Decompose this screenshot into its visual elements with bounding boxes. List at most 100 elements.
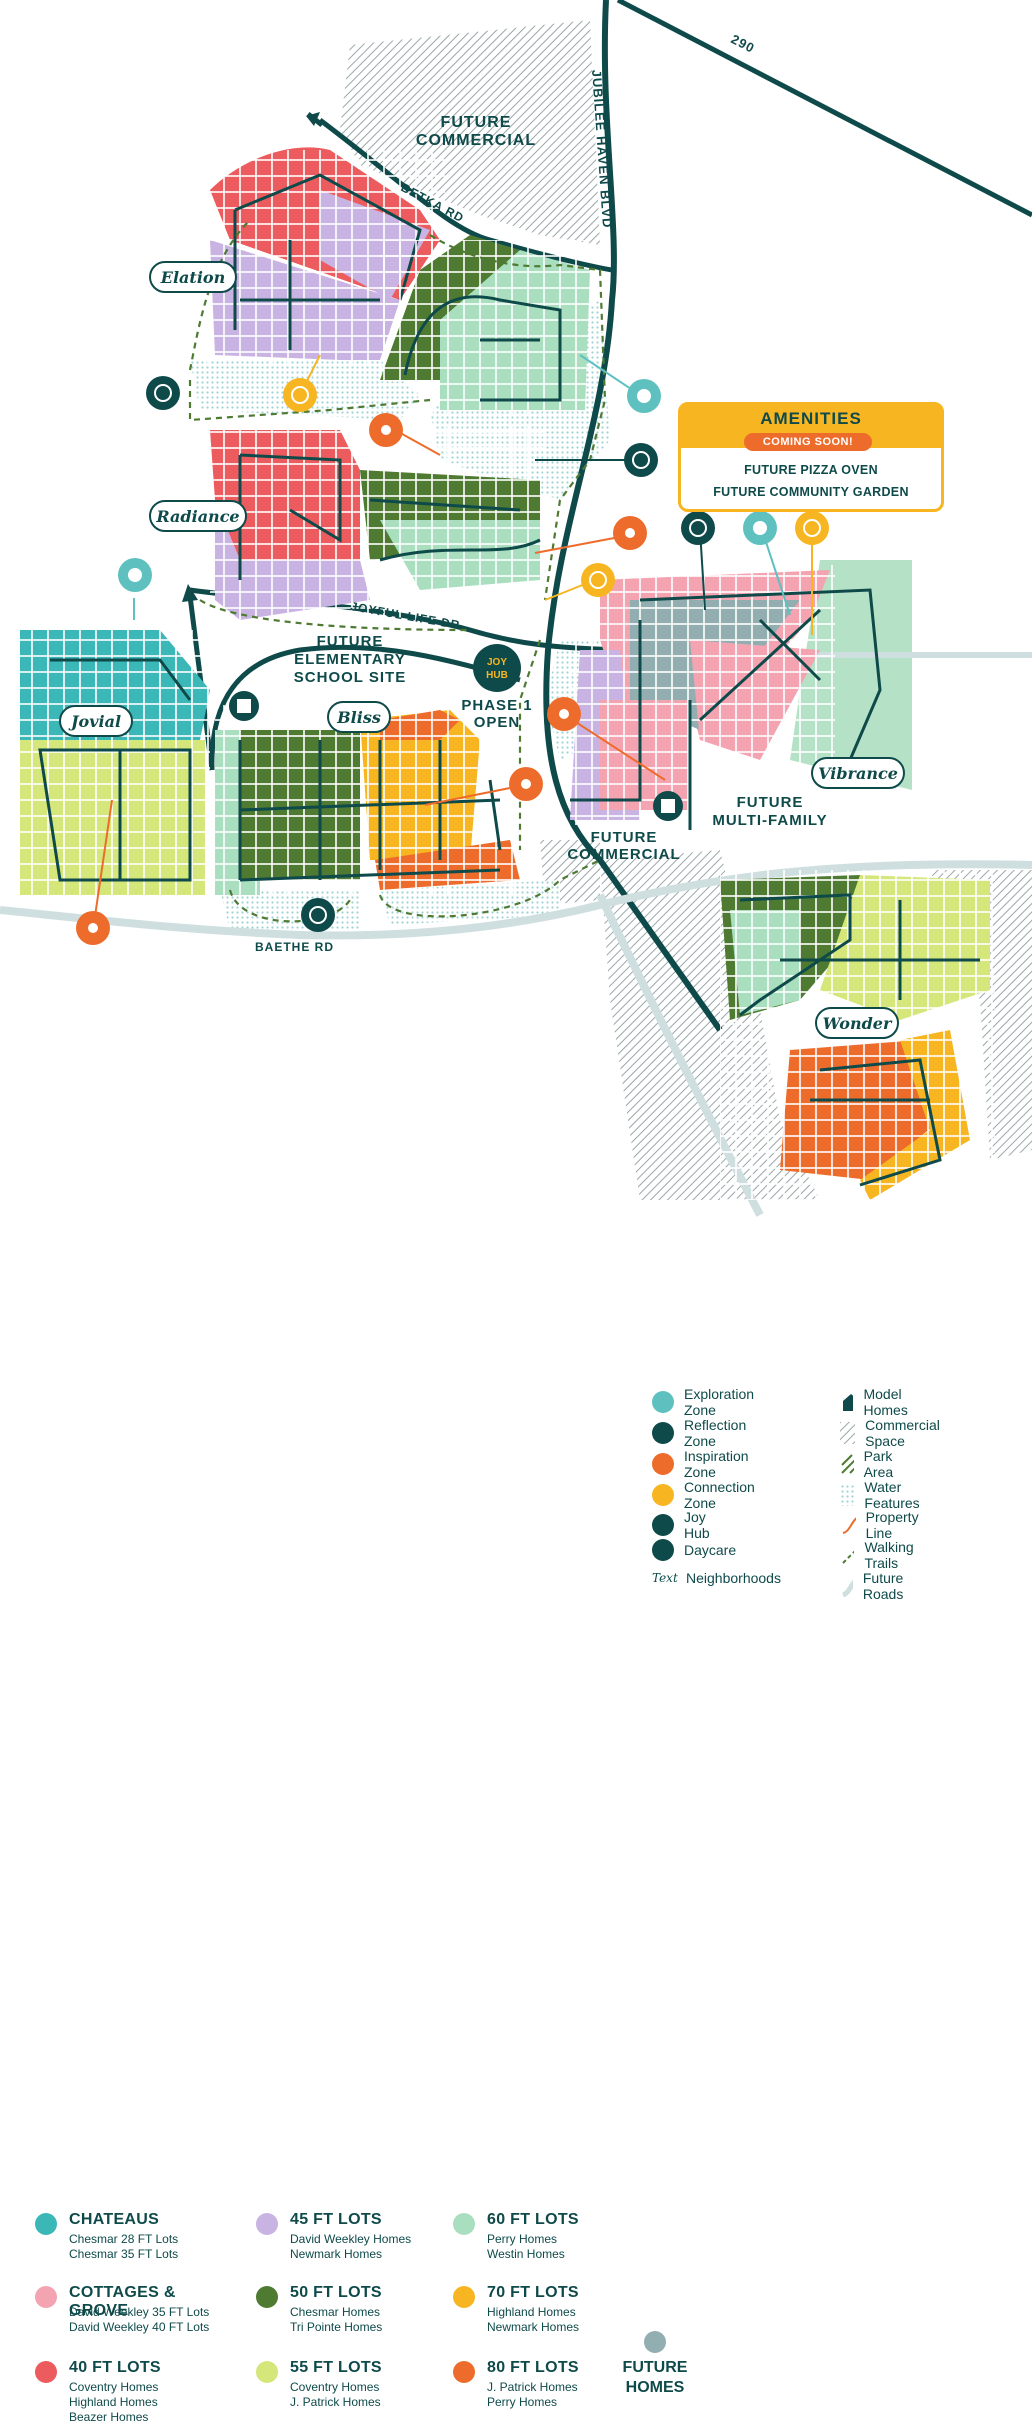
leaf-icon <box>652 1391 674 1413</box>
wonder-road <box>739 893 980 1187</box>
legend-daycare: Daycare <box>652 1539 736 1561</box>
svg-text:Bliss: Bliss <box>336 708 381 727</box>
coming-soon-badge: COMING SOON! <box>744 433 872 451</box>
connector-teal-2 <box>761 529 791 616</box>
text-icon: Text <box>652 1571 678 1585</box>
amenity-item: FUTURE PIZZA OVEN <box>744 463 878 477</box>
hwy-290-label: 290 <box>729 31 758 56</box>
legend-park-area: Park Area <box>840 1448 902 1480</box>
exploration-zone-marker[interactable] <box>118 558 152 592</box>
hatch-icon <box>840 1422 856 1444</box>
neighborhood-bliss[interactable]: Bliss <box>327 701 391 733</box>
lot-legend-future-homes: FUTURE HOMES <box>620 2331 690 2398</box>
meditation-icon <box>652 1422 674 1444</box>
svg-text:Jovial: Jovial <box>68 712 121 731</box>
heart-hands-icon <box>652 1484 674 1506</box>
reflection-zone-marker[interactable] <box>624 443 658 477</box>
house-icon <box>843 1394 854 1411</box>
inspiration-zone-marker[interactable] <box>369 413 403 447</box>
legend-neighborhoods: Text Neighborhoods <box>652 1570 781 1586</box>
joy-hub-text-1: JOY <box>487 657 507 668</box>
property-line-3 <box>424 784 526 806</box>
north-cluster-grid <box>380 240 590 415</box>
future-commercial-mid-1: FUTURE <box>591 829 658 846</box>
amenities-box: AMENITIES COMING SOON! FUTURE PIZZA OVEN… <box>678 402 944 512</box>
reflection-zone-marker[interactable] <box>146 376 180 410</box>
daycare-marker[interactable] <box>229 691 259 721</box>
phase1-line-1: PHASE 1 <box>461 697 532 714</box>
inspiration-zone-marker[interactable] <box>509 767 543 801</box>
sparkle-icon <box>652 1453 674 1475</box>
legend-walking-trails: Walking Trails <box>840 1539 921 1571</box>
chateaus-swatch <box>35 2213 57 2235</box>
bliss-road <box>238 740 502 882</box>
70ft-swatch <box>453 2286 475 2308</box>
legend-joy-hub: Joy Hub <box>652 1509 710 1541</box>
north-cluster-road <box>403 295 562 402</box>
property-line-4 <box>564 714 666 781</box>
neighborhood-radiance[interactable]: Radiance <box>149 500 247 532</box>
future-commercial-north-1: FUTURE <box>441 114 512 131</box>
reflection-zone-marker[interactable] <box>301 898 335 932</box>
future-multifamily-2: MULTI-FAMILY <box>712 812 827 829</box>
daycare-marker[interactable] <box>653 791 683 821</box>
legend-reflection-zone: Reflection Zone <box>652 1417 746 1449</box>
property-line-icon <box>842 1517 856 1534</box>
joy-hub-text-2: HUB <box>486 670 508 681</box>
reflection-zone-marker[interactable] <box>681 511 715 545</box>
connection-zone-marker[interactable] <box>795 511 829 545</box>
svg-text:Radiance: Radiance <box>155 507 239 526</box>
connection-zone-marker[interactable] <box>581 563 615 597</box>
baethe-rd-label: BAETHE RD <box>255 940 334 954</box>
legend-inspiration-zone: Inspiration Zone <box>652 1448 749 1480</box>
trail-icon <box>842 1550 855 1564</box>
future-elementary-1: FUTURE <box>317 633 384 650</box>
inspiration-zone-marker[interactable] <box>547 697 581 731</box>
svg-text:Wonder: Wonder <box>823 1014 893 1033</box>
legend-commercial-space: Commercial Space <box>840 1417 947 1449</box>
jubilee-haven-blvd <box>543 0 723 1032</box>
highway-290 <box>616 0 1032 218</box>
jovial-road <box>38 658 192 882</box>
joy-hub-marker[interactable]: JOY HUB <box>473 644 521 692</box>
abc-blocks-icon <box>652 1539 674 1561</box>
cottages-swatch <box>35 2286 57 2308</box>
svg-text:Vibrance: Vibrance <box>818 764 898 783</box>
east-road <box>570 588 882 830</box>
future-road-icon <box>841 1579 853 1597</box>
neighborhood-elation[interactable]: Elation <box>149 261 237 293</box>
45ft-swatch <box>256 2213 278 2235</box>
svg-text:Elation: Elation <box>160 268 225 287</box>
neighborhood-jovial[interactable]: Jovial <box>59 705 133 737</box>
future-commercial-north-2: COMMERCIAL <box>416 132 536 149</box>
arrow-head-north <box>306 112 320 126</box>
joy-hub-icon <box>652 1514 674 1536</box>
property-line-1 <box>394 429 441 456</box>
phase1-line-2: OPEN <box>474 714 521 731</box>
inspiration-zone-marker[interactable] <box>613 516 647 550</box>
50ft-swatch <box>256 2286 278 2308</box>
legend-connection-zone: Connection Zone <box>652 1479 755 1511</box>
property-line-5 <box>92 799 113 931</box>
inspiration-zone-marker[interactable] <box>76 911 110 945</box>
exploration-zone-marker[interactable] <box>743 511 777 545</box>
east-grid <box>570 565 835 825</box>
legend-property-line: Property Line <box>840 1509 925 1541</box>
future-multifamily-1: FUTURE <box>737 794 804 811</box>
55ft-swatch <box>256 2361 278 2383</box>
arrow-head-west <box>182 584 198 602</box>
radiance-grid <box>210 425 545 620</box>
commercial-area-north <box>340 20 600 245</box>
neighborhood-vibrance[interactable]: Vibrance <box>811 757 905 789</box>
community-map: JOY HUB 290 JUBILEE HAVEN BLVD BETKA RD … <box>0 0 1032 1217</box>
amenities-header: AMENITIES COMING SOON! <box>678 402 944 451</box>
future-elementary-3: SCHOOL SITE <box>294 669 406 686</box>
60ft-swatch <box>453 2213 475 2235</box>
neighborhood-wonder[interactable]: Wonder <box>815 1007 899 1039</box>
legend-exploration-zone: Exploration Zone <box>652 1386 754 1418</box>
exploration-zone-marker[interactable] <box>627 379 661 413</box>
amenities-title: AMENITIES <box>760 409 862 428</box>
water-dots-icon <box>840 1484 855 1506</box>
connection-zone-marker[interactable] <box>283 378 317 412</box>
legend-model-homes: Model Homes <box>840 1386 916 1418</box>
